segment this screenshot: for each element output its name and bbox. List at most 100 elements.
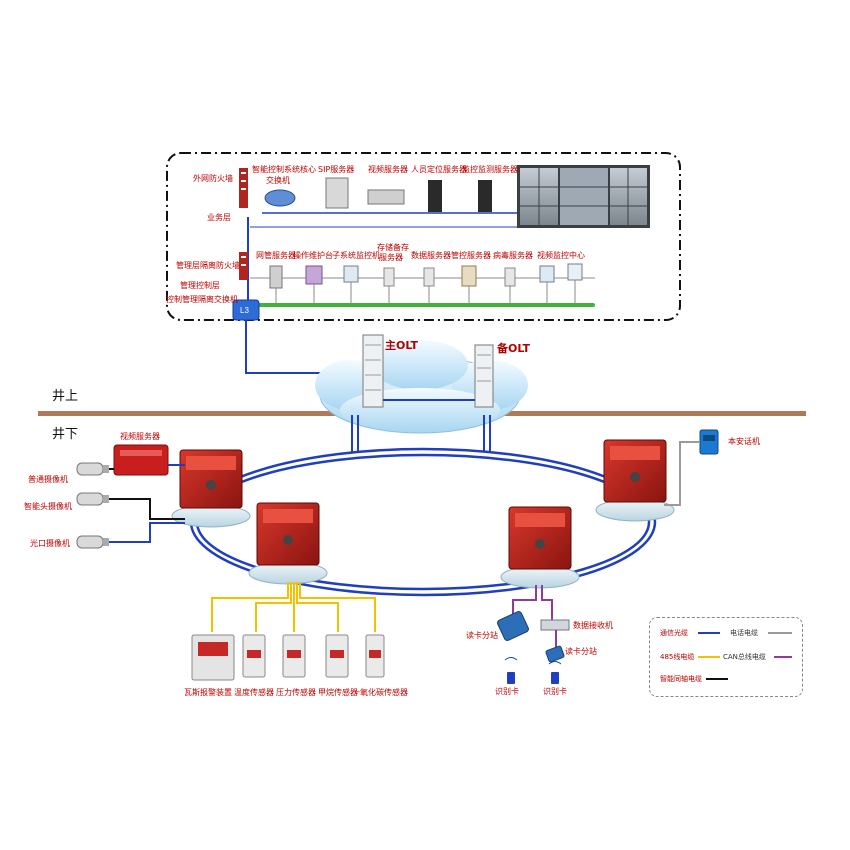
firewall-device: [239, 168, 248, 208]
switch-to-olt-fiber: [245, 320, 335, 374]
legend-power-label: 电话电缆: [730, 629, 758, 637]
label-antivirus-server: 病毒服务器: [493, 251, 533, 260]
label-id-card-1: 识别卡: [495, 687, 519, 696]
label-below-ground: 井下: [52, 427, 79, 442]
label-sensor-methane: 甲烷传感器: [318, 688, 358, 697]
label-data-receiver: 数据接收机: [573, 621, 613, 630]
safety-phone-icon: [699, 429, 719, 455]
label-id-card-2: 识别卡: [543, 687, 567, 696]
positioning-server-icon: [428, 180, 442, 212]
svg-text:L3: L3: [240, 306, 249, 315]
label-subsystem-monitor: 子系统监控机: [332, 251, 380, 260]
legend-485-label: 485线电缆: [660, 653, 695, 661]
monitor-server-icon: [478, 180, 492, 212]
label-mgmt-control: 管理控制层: [180, 281, 220, 290]
label-above-ground: 井上: [52, 389, 79, 404]
phone-link: [664, 441, 700, 506]
reader-station-2-icon: [545, 645, 565, 663]
ring-node-3: [500, 506, 580, 589]
ring-node-4: [595, 439, 675, 522]
legend-video-swatch: [706, 678, 728, 680]
label-core-system: 智能控制系统核心: [252, 165, 316, 174]
data-receiver-icon: [540, 619, 570, 631]
subsystem-monitor-icon: [343, 265, 359, 283]
camera-normal: [76, 462, 109, 476]
sensor-pressure: [282, 634, 306, 678]
label-sip-server: SIP服务器: [318, 165, 355, 174]
label-video-center: 视频监控中心: [537, 251, 585, 260]
label-maintenance: 操作维护台: [293, 251, 333, 260]
label-video-server: 视频服务器: [368, 165, 408, 174]
label-storage-backup: 存储备存: [377, 243, 409, 252]
control-center-frame: [166, 152, 681, 321]
label-optical-camera: 光口摄像机: [30, 539, 70, 548]
label-sensor-co: 一氧化碳传感器: [352, 688, 408, 697]
label-main-olt: 主OLT: [385, 339, 419, 352]
legend: 通信光缆 电话电缆 485线电缆 CAN总线电缆 智能同轴电缆: [649, 617, 803, 697]
label-sensor-temp: 温度传感器: [234, 688, 274, 697]
label-control-switch: 控制管理隔离交换机: [166, 295, 238, 304]
backup-olt-rack: [474, 344, 494, 408]
label-monitor-server: 监控监测服务器: [462, 165, 518, 174]
video-wall: [517, 165, 650, 228]
video-server-box: [113, 444, 169, 476]
reader-station-1-icon: [497, 611, 529, 641]
label-data-server: 数据服务器: [411, 251, 451, 260]
label-business-layer: 业务层: [207, 213, 231, 222]
label-sensor-gas: 瓦斯报警装置: [184, 688, 232, 697]
label-reader-station-1: 读卡分站: [466, 631, 498, 640]
legend-power-swatch: [768, 632, 792, 634]
label-normal-camera: 普通摄像机: [28, 475, 68, 484]
bus-drops: [275, 280, 576, 303]
ring-node-1: [171, 449, 251, 528]
video-server-icon: [367, 189, 405, 205]
video-center-icon: [539, 265, 555, 283]
video-center-pc-icon: [567, 263, 583, 281]
data-server-icon: [423, 267, 435, 287]
label-pan-camera: 智能头摄像机: [24, 502, 72, 511]
label-storage-backup-2: 服务器: [379, 253, 403, 262]
label-backup-olt: 备OLT: [497, 342, 531, 355]
label-core-system-2: 交换机: [266, 176, 290, 185]
label-management-server: 管控服务器: [451, 251, 491, 260]
main-olt-rack: [362, 334, 384, 408]
camera-optical: [76, 535, 109, 549]
core-router-icon: [264, 189, 296, 207]
maintenance-icon: [305, 265, 323, 285]
sensor-methane: [325, 634, 349, 678]
label-mgmt-firewall: 管理层隔离防火墙: [176, 261, 240, 270]
legend-can-label: CAN总线电缆: [723, 653, 766, 661]
sensor-temperature: [242, 634, 266, 678]
sensor-gas-alarm: [191, 634, 235, 681]
ring-nodes: [171, 439, 675, 589]
rs485-lines: [211, 582, 376, 632]
pan-camera-link: [109, 498, 185, 520]
label-safety-phone: 本安话机: [728, 437, 760, 446]
label-sensor-pressure: 压力传感器: [276, 688, 316, 697]
label-outer-firewall: 外网防火墙: [193, 174, 233, 183]
ring-node-2: [248, 502, 328, 585]
label-positioning-server: 人员定位服务器: [411, 165, 467, 174]
optical-camera-link: [109, 522, 185, 543]
camera-pan: [76, 492, 109, 506]
sensor-co: [365, 634, 385, 678]
legend-fiber-swatch: [698, 632, 720, 634]
network-server-icon: [269, 265, 283, 289]
legend-can-swatch: [774, 656, 792, 658]
legend-fiber-label: 通信光缆: [660, 629, 688, 637]
sip-server-icon: [325, 177, 349, 209]
legend-485-swatch: [698, 656, 720, 658]
mgmt-firewall-device: [239, 252, 248, 280]
id-card-1-icon: [504, 657, 518, 684]
olt-ring-fibers: [351, 415, 491, 453]
legend-video-label: 智能同轴电缆: [660, 675, 702, 683]
id-card-2-icon: [548, 661, 562, 684]
control-bus: [255, 303, 595, 307]
label-video-server-underground: 视频服务器: [120, 432, 160, 441]
storage-icon: [383, 267, 395, 287]
label-reader-station-2: 读卡分站: [565, 647, 597, 656]
label-network-server: 网管服务器: [256, 251, 296, 260]
management-server-icon: [461, 265, 477, 287]
